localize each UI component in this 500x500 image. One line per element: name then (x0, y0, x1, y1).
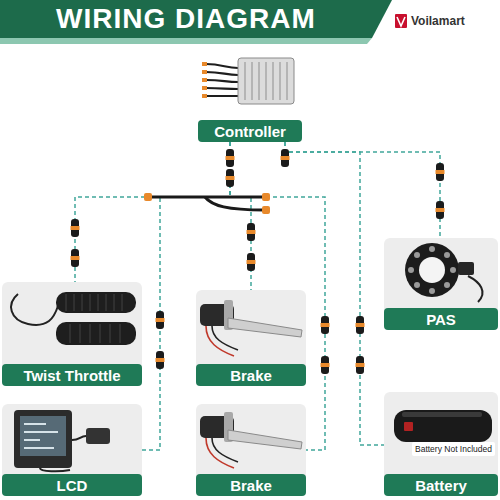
connector-plug (356, 316, 365, 334)
part-label: Battery (384, 474, 498, 496)
brand-icon (395, 14, 407, 28)
connector-plug (436, 201, 445, 219)
part-label: PAS (384, 308, 498, 330)
battery-node: Battery Battery Not Included (384, 392, 498, 496)
note-tag: Battery Not Included (412, 442, 495, 456)
diagram-title: WIRING DIAGRAM (56, 3, 316, 35)
harness-end (144, 193, 152, 201)
connector-plug (321, 356, 330, 374)
wire-connector (285, 142, 440, 238)
throttle-node: Twist Throttle (2, 282, 142, 386)
pas-node: PAS (384, 238, 498, 330)
wire-connector (75, 142, 230, 282)
controller-case (238, 58, 294, 104)
brake-node: Brake (196, 290, 306, 386)
connector-plug (247, 253, 256, 271)
connector-plug (226, 149, 235, 167)
controller-node: Controller (198, 52, 302, 142)
connector-plug (247, 223, 256, 241)
part-label: Controller (198, 120, 302, 142)
part-label: Brake (196, 474, 306, 496)
harness-branch (205, 197, 264, 210)
controller-wires (206, 64, 238, 96)
connector-plug (281, 149, 290, 167)
harness-end (262, 193, 270, 201)
part-label: LCD (2, 474, 142, 496)
brake-node: Brake (196, 404, 306, 496)
harness-end (262, 206, 270, 214)
title-area: WIRING DIAGRAM (0, 0, 372, 38)
wire-tips (202, 62, 207, 98)
connector-plug (436, 163, 445, 181)
title-banner (0, 0, 392, 38)
banner-stripe (0, 38, 372, 44)
part-label: Twist Throttle (2, 364, 142, 386)
lcd-node: LCD (2, 404, 142, 496)
connector-plug (356, 356, 365, 374)
brand-icon-mark (397, 17, 405, 26)
connector-plug (71, 219, 80, 237)
connector-plug (71, 249, 80, 267)
connector-plug (156, 351, 165, 369)
brand-name: Voilamart (411, 14, 465, 28)
connector-plug (321, 316, 330, 334)
harness-cable (150, 196, 264, 199)
controller-fins (245, 62, 287, 100)
wire-connector (230, 142, 251, 290)
connector-plug (156, 311, 165, 329)
connector-plug (226, 169, 235, 187)
part-label: Brake (196, 364, 306, 386)
